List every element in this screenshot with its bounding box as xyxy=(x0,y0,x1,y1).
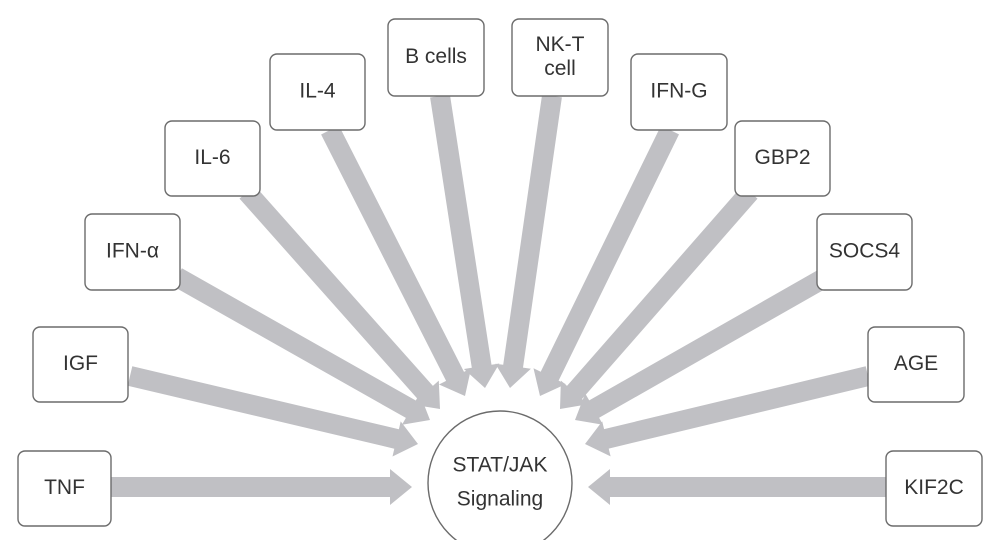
node-label: TNF xyxy=(44,476,85,499)
node-box xyxy=(32,326,129,403)
node-ifn-g: IFN-G xyxy=(630,53,728,131)
node-tnf: TNF xyxy=(17,450,112,527)
node-il-4: IL-4 xyxy=(269,53,366,131)
node-il-6: IL-6 xyxy=(164,120,261,197)
arrow-igf-to-hub xyxy=(127,366,418,457)
node-label: AGE xyxy=(894,352,938,375)
node-gbp2: GBP2 xyxy=(734,120,831,197)
node-label: IGF xyxy=(63,352,98,375)
hub-circle xyxy=(427,410,573,540)
node-box xyxy=(164,120,261,197)
arrow-il-4-to-hub xyxy=(321,125,472,396)
arrow-gbp2-to-hub xyxy=(560,185,758,409)
arrow-b-cells-to-hub xyxy=(430,94,500,388)
node-box xyxy=(816,213,913,291)
node-label: IFN-G xyxy=(650,80,707,103)
arrow-tnf-to-hub xyxy=(111,469,412,505)
arrows-layer xyxy=(111,94,889,505)
node-label: SOCS4 xyxy=(829,240,901,263)
node-age: AGE xyxy=(867,326,965,403)
arrow-nk-t-cell-to-hub xyxy=(495,94,562,388)
node-box xyxy=(867,326,965,403)
arrow-socs4-to-hub xyxy=(575,268,831,425)
hub-label: Signaling xyxy=(457,488,543,511)
node-label: B cells xyxy=(405,45,467,68)
arrow-kif2c-to-hub xyxy=(588,469,889,505)
node-igf: IGF xyxy=(32,326,129,403)
node-box xyxy=(630,53,728,131)
node-label: GBP2 xyxy=(754,146,810,169)
arrow-il-6-to-hub xyxy=(239,185,440,409)
node-label: IL-6 xyxy=(194,146,230,169)
arrow-ifn-alpha-to-hub xyxy=(172,268,430,425)
node-label: cell xyxy=(544,57,576,80)
arrow-ifn-g-to-hub xyxy=(533,125,679,396)
node-box xyxy=(269,53,366,131)
node-b-cells: B cells xyxy=(387,18,485,97)
node-label: NK-T xyxy=(536,33,585,56)
node-box xyxy=(734,120,831,197)
node-socs4: SOCS4 xyxy=(816,213,913,291)
node-box xyxy=(387,18,485,97)
node-box xyxy=(84,213,181,291)
node-label: IL-4 xyxy=(299,80,336,103)
node-label: KIF2C xyxy=(904,476,964,499)
node-box xyxy=(511,18,609,97)
node-kif2c: KIF2C xyxy=(885,450,983,527)
hub-label: STAT/JAK xyxy=(453,454,548,477)
node-ifn-alpha: IFN-α xyxy=(84,213,181,291)
arrow-age-to-hub xyxy=(585,366,871,457)
node-box xyxy=(17,450,112,527)
node-label: IFN-α xyxy=(106,240,159,263)
hub-layer: STAT/JAK Signaling xyxy=(427,410,573,540)
node-box xyxy=(885,450,983,527)
